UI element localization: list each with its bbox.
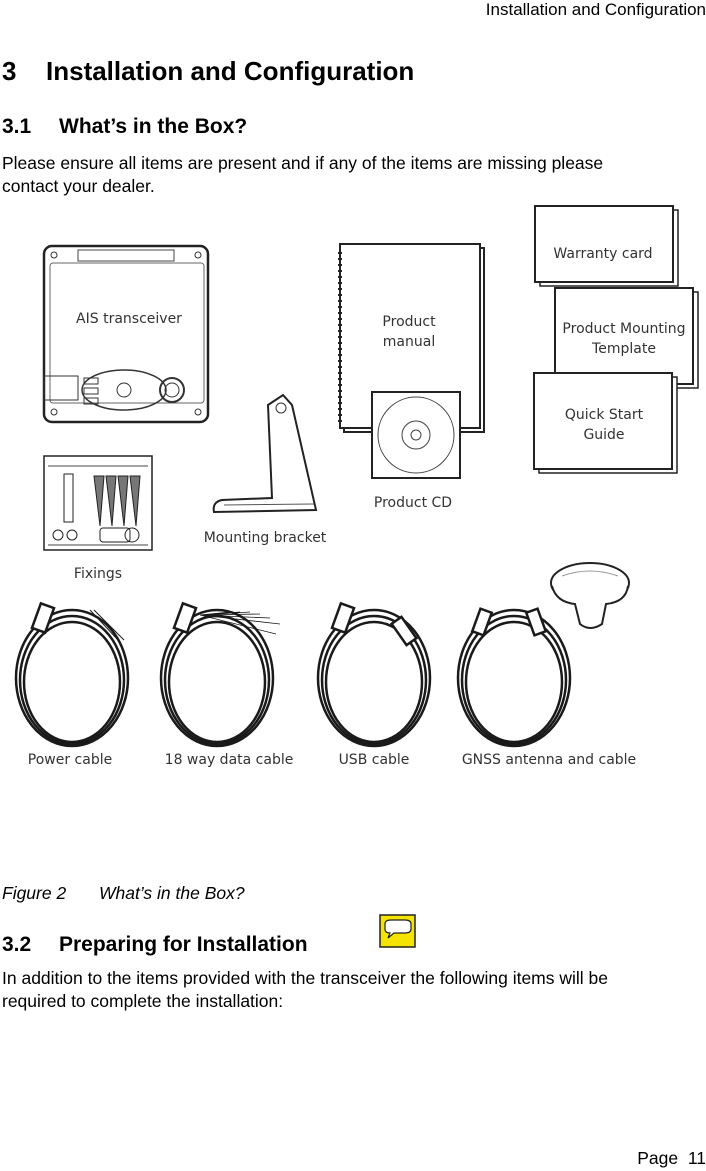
label-mounting-bracket: Mounting bracket <box>204 530 327 546</box>
data-cable-18-way-illustration <box>159 601 281 748</box>
body-line: contact your dealer. <box>2 176 155 196</box>
section-3-1-heading: 3.1 What’s in the Box? <box>2 115 247 139</box>
label-power-cable: Power cable <box>28 752 112 768</box>
mounting-bracket-illustration: Mounting bracket <box>204 393 327 546</box>
body-line: required to complete the installation: <box>2 991 284 1011</box>
label-ais-transceiver: AIS transceiver <box>76 311 182 327</box>
warranty-card-illustration: Warranty card <box>534 205 679 287</box>
usb-cable-illustration <box>316 601 432 748</box>
figure-caption: Figure 2 What’s in the Box? <box>2 883 245 904</box>
section-number: 3.2 <box>2 933 32 956</box>
page-footer: Page 11 <box>637 1148 706 1169</box>
label-usb-cable: USB cable <box>339 752 410 768</box>
body-line: In addition to the items provided with t… <box>2 968 608 988</box>
gnss-antenna-illustration <box>550 562 630 629</box>
figure-number: Figure 2 <box>2 883 67 903</box>
label-product-cd: Product CD <box>374 495 452 511</box>
label-quick-start-line1: Quick Start <box>565 407 644 423</box>
section-title: What’s in the Box? <box>59 115 248 138</box>
label-template-line1: Product Mounting <box>562 321 685 337</box>
section-3-2-body: In addition to the items provided with t… <box>2 967 706 1013</box>
label-quick-start-line2: Guide <box>583 427 624 443</box>
section-number: 3 <box>2 56 17 86</box>
section-title: Installation and Configuration <box>46 56 415 86</box>
label-fixings: Fixings <box>74 566 122 582</box>
running-title: Installation and Configuration <box>485 0 706 19</box>
section-title: Preparing for Installation <box>59 933 308 956</box>
label-manual-line2: manual <box>383 334 435 350</box>
section-number: 3.1 <box>2 115 32 138</box>
page-number: 11 <box>687 1148 706 1168</box>
label-18-way-data-cable: 18 way data cable <box>165 752 294 768</box>
body-line: Please ensure all items are present and … <box>2 153 604 173</box>
ais-transceiver-illustration: AIS transceiver <box>42 244 210 424</box>
label-template-line2: Template <box>591 341 656 357</box>
speech-bubble-note-icon[interactable] <box>379 914 416 948</box>
quick-start-guide-illustration: Quick Start Guide <box>533 372 678 474</box>
running-header: Installation and Configuration <box>486 0 706 20</box>
section-3-heading: 3 Installation and Configuration <box>2 56 414 87</box>
whats-in-box-figure: AIS transceiver Product manual Product C… <box>14 205 699 768</box>
section-3-2-heading: 3.2 Preparing for Installation <box>2 933 308 957</box>
page-label: Page <box>637 1148 679 1168</box>
product-cd-illustration: Product CD <box>371 391 461 511</box>
label-manual-line1: Product <box>382 314 436 330</box>
label-gnss-antenna-cable: GNSS antenna and cable <box>462 752 636 768</box>
fixings-illustration: Fixings <box>43 455 153 582</box>
section-3-1-body: Please ensure all items are present and … <box>2 152 706 198</box>
label-warranty-card: Warranty card <box>553 246 652 262</box>
figure-caption-text: What’s in the Box? <box>99 883 245 903</box>
power-cable-illustration <box>14 601 130 748</box>
gnss-cable-illustration <box>456 607 572 748</box>
